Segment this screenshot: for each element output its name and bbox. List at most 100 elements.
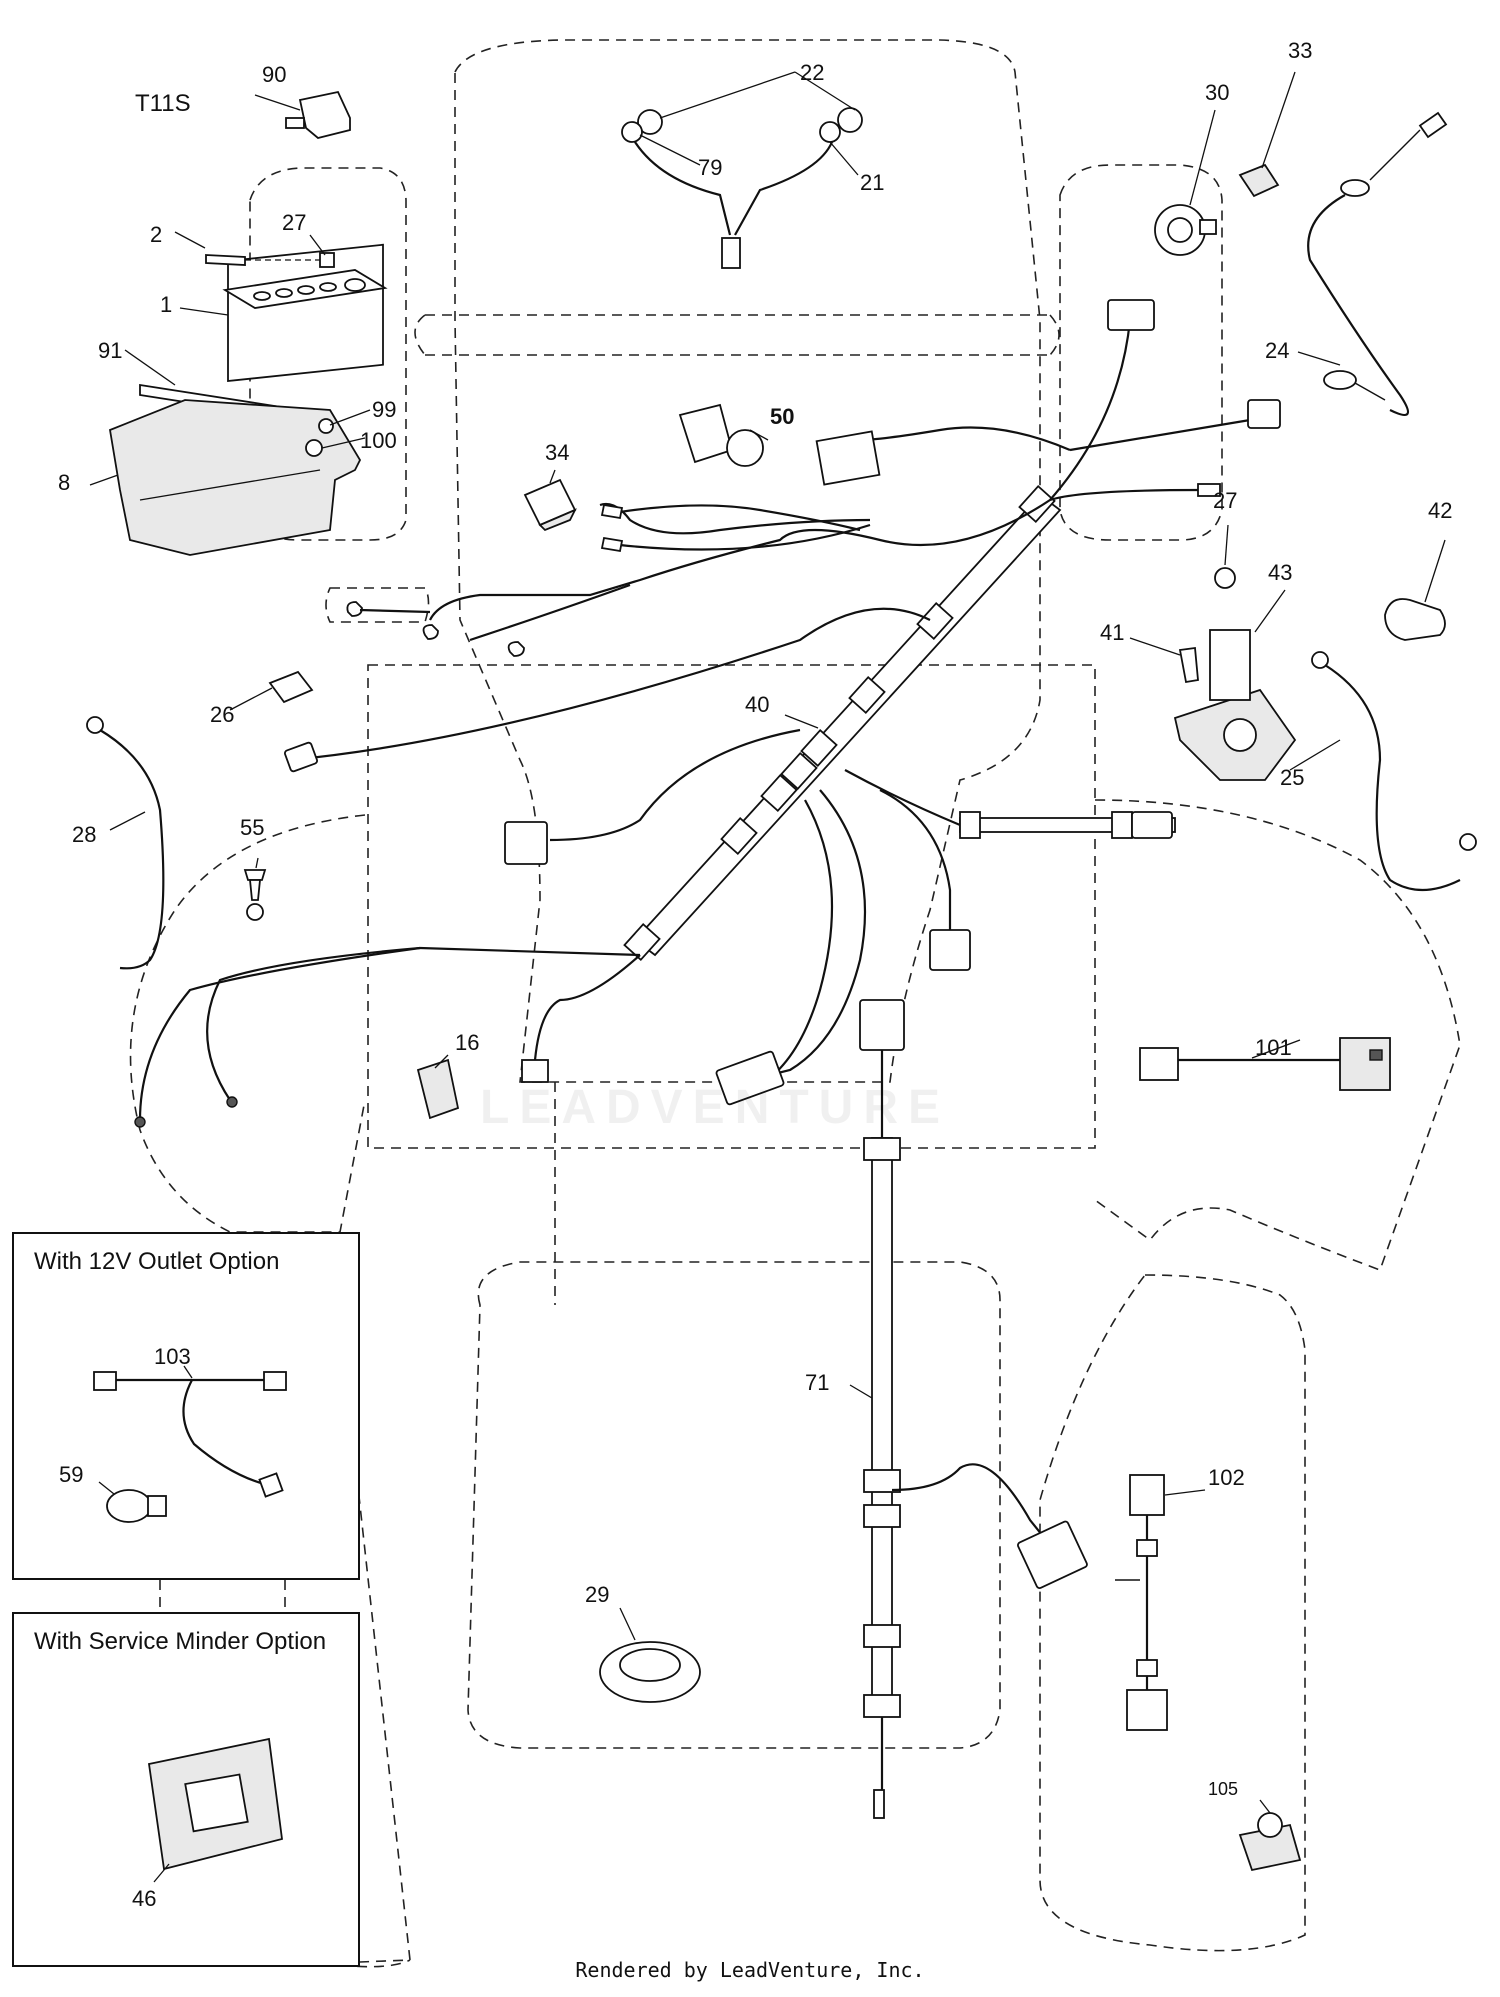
battery-assembly	[108, 243, 388, 556]
right-fender-outline	[1094, 799, 1461, 1272]
headlight-wire-left	[634, 141, 732, 236]
bulb-right	[837, 107, 863, 133]
socket-right	[819, 121, 841, 143]
callout-59: 59	[59, 1462, 83, 1487]
wire-to-ground-left	[419, 946, 641, 957]
harness-71-branch	[891, 1463, 1051, 1546]
callout-33: 33	[1288, 38, 1312, 63]
inset-service-minder-title: With Service Minder Option	[34, 1628, 327, 1655]
callout-40: 40	[745, 692, 769, 717]
wire-terminal-b	[619, 523, 871, 551]
part-50-switch	[678, 403, 764, 467]
connector-16-plug	[521, 1059, 549, 1083]
right-harness-plug	[1131, 811, 1173, 839]
wire-to-connector-16	[533, 954, 641, 1061]
watermark: LEADVENTURE	[480, 1081, 951, 1134]
wire-to-pto	[749, 789, 866, 1082]
harness-71-clip-5	[863, 1694, 901, 1718]
callout-55: 55	[240, 815, 264, 840]
callout-25: 25	[1280, 765, 1304, 790]
callout-43: 43	[1268, 560, 1292, 585]
callout-34: 34	[545, 440, 569, 465]
part-27-nut	[1214, 567, 1236, 589]
callout-27-solenoid: 27	[1213, 488, 1237, 513]
callout-leaders	[89, 71, 1446, 1814]
wire-to-left-terminals	[429, 499, 1051, 621]
callout-8: 8	[58, 470, 70, 495]
part-42-boot	[1384, 598, 1446, 641]
wire-to-pto-b	[759, 799, 834, 1086]
headlight-plug	[721, 237, 741, 269]
connector-pto	[715, 1050, 785, 1106]
callout-42: 42	[1428, 498, 1452, 523]
callout-22: 22	[800, 60, 824, 85]
harness-71-clip-2	[863, 1469, 901, 1493]
console-outline	[367, 664, 1096, 1149]
part-41-bolt	[1178, 646, 1199, 684]
wire-to-switch-50	[859, 426, 1071, 452]
harness-71-tube	[871, 1137, 893, 1709]
harness-trunk	[633, 493, 1062, 957]
callout-1: 1	[160, 292, 172, 317]
callout-26: 26	[210, 702, 234, 727]
tray-screw	[318, 418, 334, 434]
terminal-ring-left	[346, 601, 363, 617]
connector-right-terminal	[1197, 483, 1221, 497]
harness-clips	[623, 484, 1056, 962]
callout-102: 102	[1208, 1465, 1245, 1490]
rear-harness-71	[859, 999, 1088, 1819]
ground-terminal-a	[134, 1116, 146, 1128]
inset-12v-outlet-title: With 12V Outlet Option	[34, 1248, 280, 1275]
part-33-key	[1238, 163, 1280, 198]
inset-12v-outlet: With 12V Outlet Option 103 59	[12, 1232, 360, 1580]
callout-41: 41	[1100, 620, 1124, 645]
part-105-relay	[1238, 1812, 1302, 1872]
battery-terminal	[344, 278, 366, 292]
callout-50: 50	[770, 404, 794, 429]
harness-71-branch-connector	[1017, 1520, 1088, 1589]
tray-washer	[305, 439, 323, 457]
battery-tray	[108, 399, 362, 556]
callout-103: 103	[154, 1344, 191, 1369]
wire-34-terminal	[619, 504, 861, 532]
callout-30: 30	[1205, 80, 1229, 105]
callout-21: 21	[860, 170, 884, 195]
harness-71-clip-4	[863, 1624, 901, 1648]
callout-105: 105	[1208, 1779, 1238, 1799]
part-55-screw	[243, 869, 267, 921]
harness-71-connector-top	[859, 999, 905, 1051]
part-25-cable	[1311, 651, 1477, 891]
ground-terminal-b	[226, 1096, 238, 1108]
connector-ghost-outline	[325, 587, 430, 623]
callout-99: 99	[372, 397, 396, 422]
wire-ground-branch-a	[138, 946, 421, 1121]
right-dash-outline	[1059, 164, 1223, 541]
part-90-plug	[285, 90, 351, 139]
connector-switch-module	[815, 430, 881, 486]
wire-to-seat-switch	[879, 789, 952, 930]
harness-71-end-terminal	[873, 1789, 885, 1819]
callout-29: 29	[585, 1582, 609, 1607]
callout-100: 100	[360, 428, 397, 453]
callout-labels: 2 27 1 91 8 99 100 90 22 79 21 30 33 24 …	[58, 38, 1452, 1799]
terminal-a	[600, 503, 624, 520]
harness-71-clip-3	[863, 1504, 901, 1528]
part-102-harness	[1115, 1474, 1168, 1731]
callout-24: 24	[1265, 338, 1289, 363]
headlight-assembly	[621, 107, 863, 269]
connector-seat-switch	[929, 929, 971, 971]
inset-12v-outlet-drawing: 103 59	[59, 1344, 287, 1523]
callout-16: 16	[455, 1030, 479, 1055]
wire-ground-ring	[359, 608, 431, 614]
part-16-connector	[416, 1058, 460, 1120]
wire-to-terminal-left	[469, 583, 631, 642]
part-43-solenoid	[1173, 629, 1297, 781]
callout-27: 27	[282, 210, 306, 235]
inset-service-minder-drawing: 46	[132, 1737, 283, 1911]
hood-outline	[454, 39, 1041, 1083]
terminal-b	[600, 536, 624, 553]
main-wire-harness	[134, 299, 1281, 1128]
harness-71-clip-1	[863, 1137, 901, 1161]
right-harness-clip-a	[959, 811, 981, 839]
battery-bolt	[205, 254, 246, 266]
